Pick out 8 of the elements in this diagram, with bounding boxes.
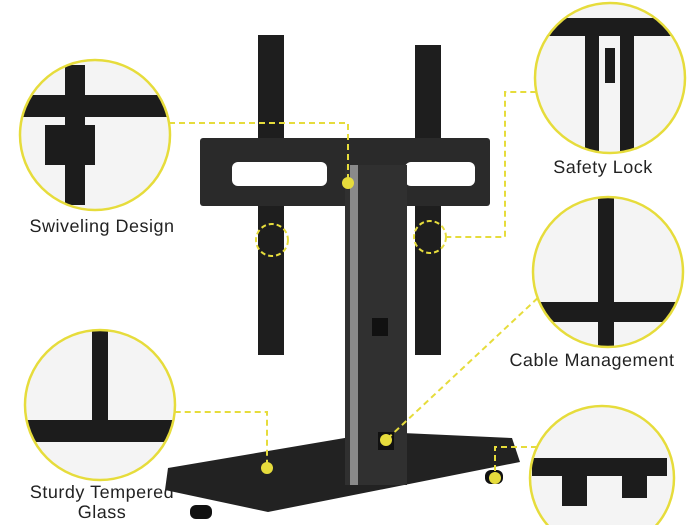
- leader-line: [380, 297, 538, 446]
- leader-line: [174, 411, 273, 474]
- callout-label: Safety Lock: [552, 157, 654, 177]
- leader-line: [169, 122, 354, 189]
- leader-line: [489, 446, 537, 484]
- leader-line: [446, 91, 536, 238]
- callout-label: Swiveling Design: [28, 216, 176, 236]
- callout-label: Cable Management: [508, 350, 676, 370]
